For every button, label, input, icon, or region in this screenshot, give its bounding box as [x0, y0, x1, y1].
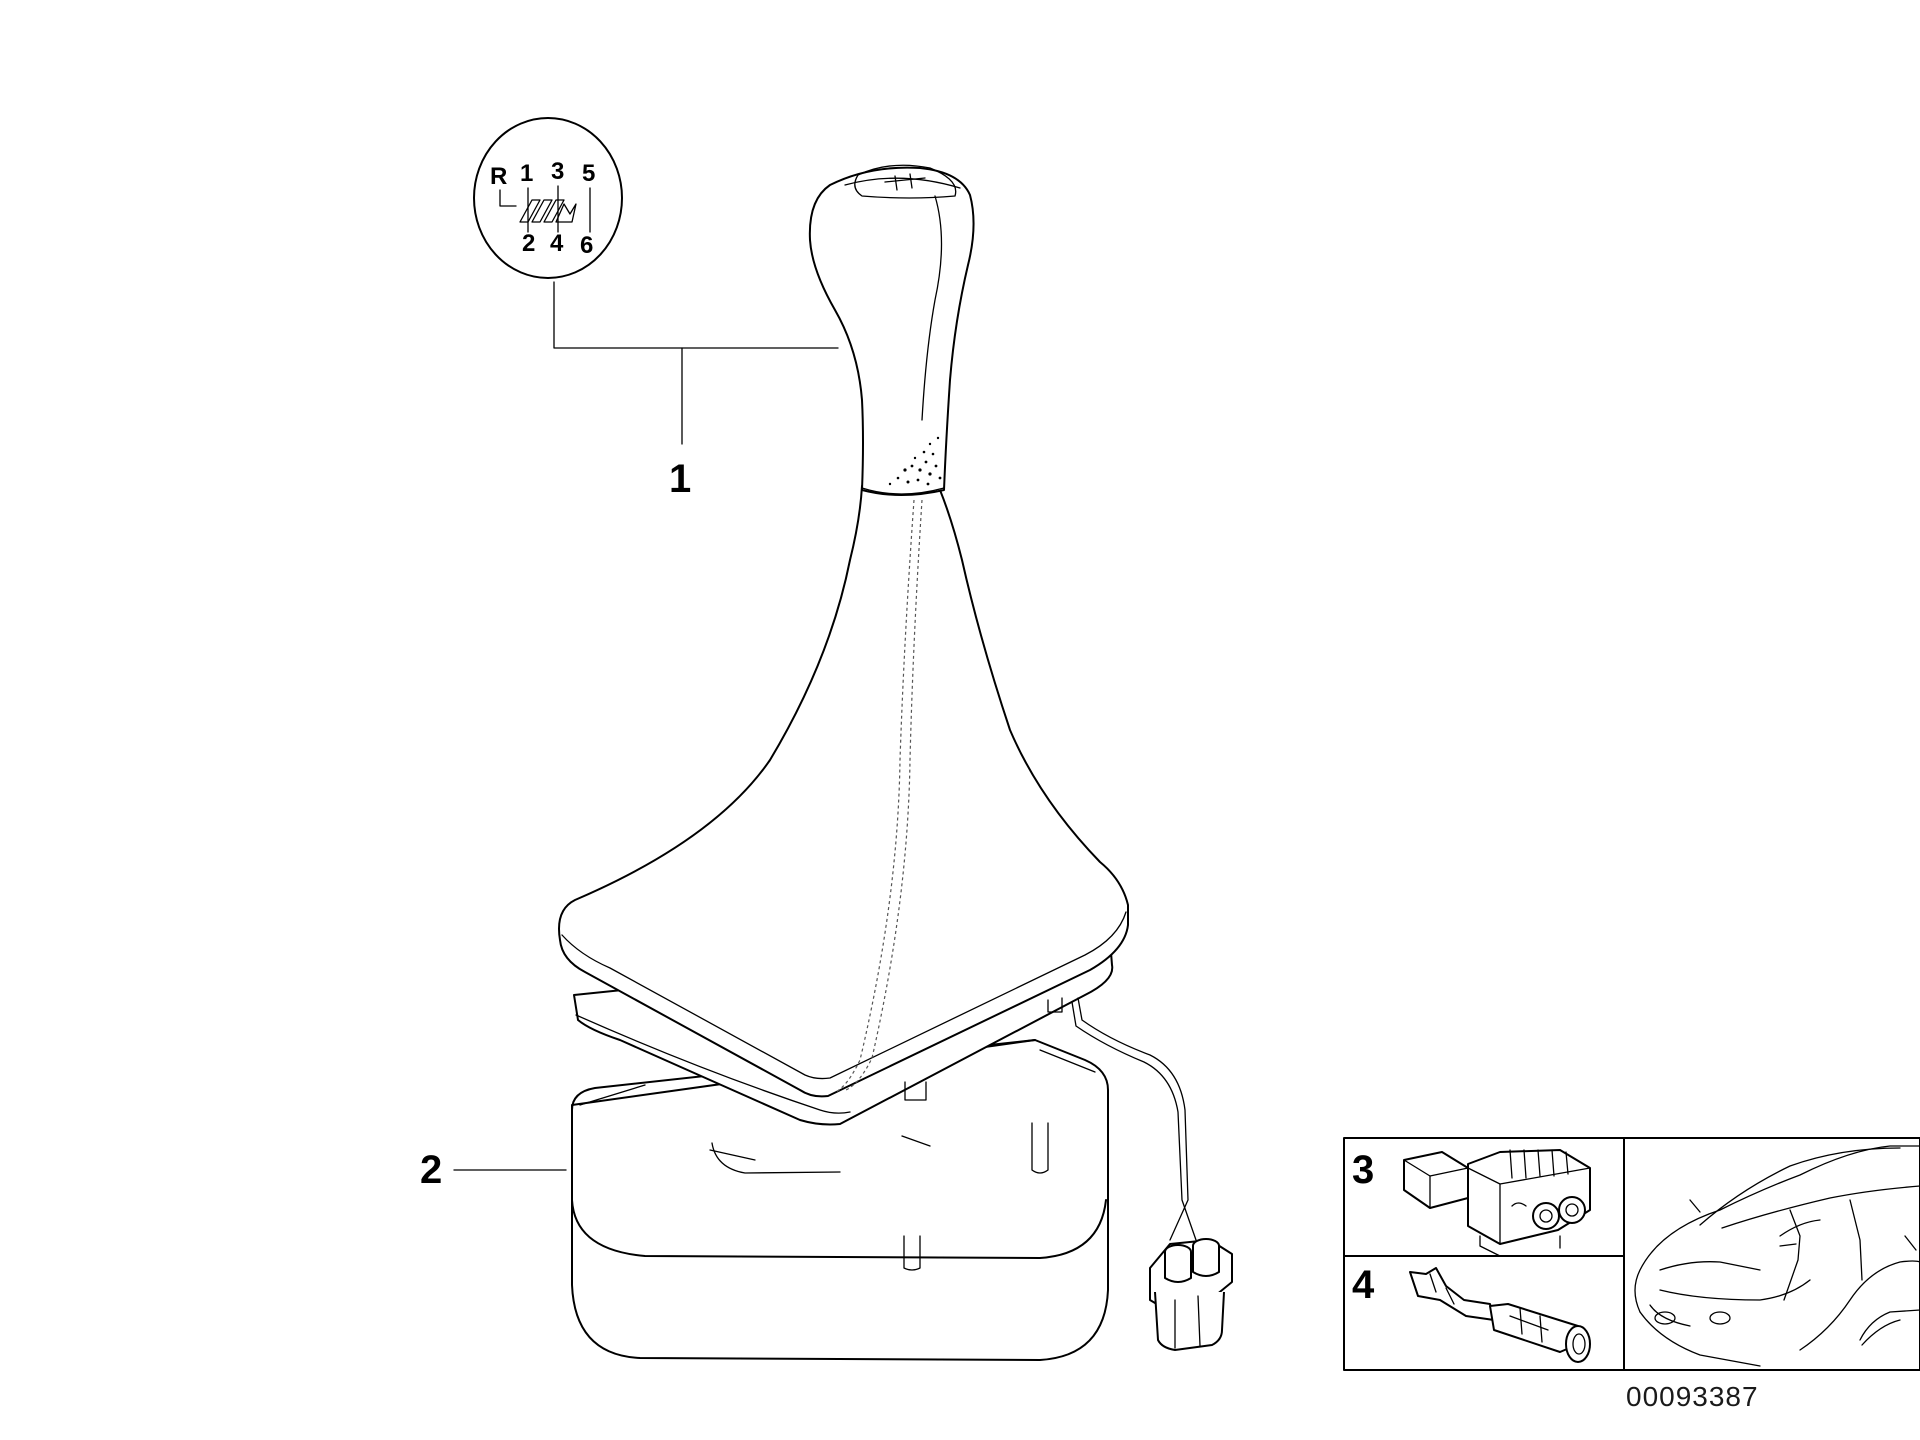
wiring-harness-icon [1071, 997, 1197, 1241]
shift-label-3: 3 [551, 158, 564, 185]
shift-label-5: 5 [582, 160, 595, 187]
callout-1: 1 [669, 457, 691, 501]
knob-grain-texture [888, 436, 942, 486]
shift-label-2: 2 [522, 230, 535, 257]
car-outline-icon [1634, 1145, 1920, 1367]
crimp-terminal-icon [1409, 1267, 1591, 1363]
boot-frame-icon [571, 1039, 1109, 1361]
connector-housing-icon [1403, 1149, 1591, 1257]
shift-label-1: 1 [520, 160, 533, 187]
shift-label-6: 6 [580, 232, 593, 259]
shift-label-R: R [490, 163, 507, 190]
callout-3: 3 [1352, 1148, 1374, 1192]
shift-boot-icon [558, 485, 1129, 1126]
car-thumbnail-box [1623, 1137, 1920, 1371]
shift-label-4: 4 [550, 230, 564, 257]
document-number: 00093387 [1626, 1381, 1759, 1412]
m-logo-icon [519, 199, 577, 223]
gear-knob-icon [808, 164, 975, 496]
callout-1-leader [553, 281, 839, 445]
callout-4: 4 [1352, 1263, 1375, 1307]
plug-connector-icon [1149, 1238, 1233, 1351]
callout-2: 2 [420, 1148, 442, 1192]
shift-pattern-badge-icon: R 1 3 5 2 4 6 [473, 117, 623, 279]
